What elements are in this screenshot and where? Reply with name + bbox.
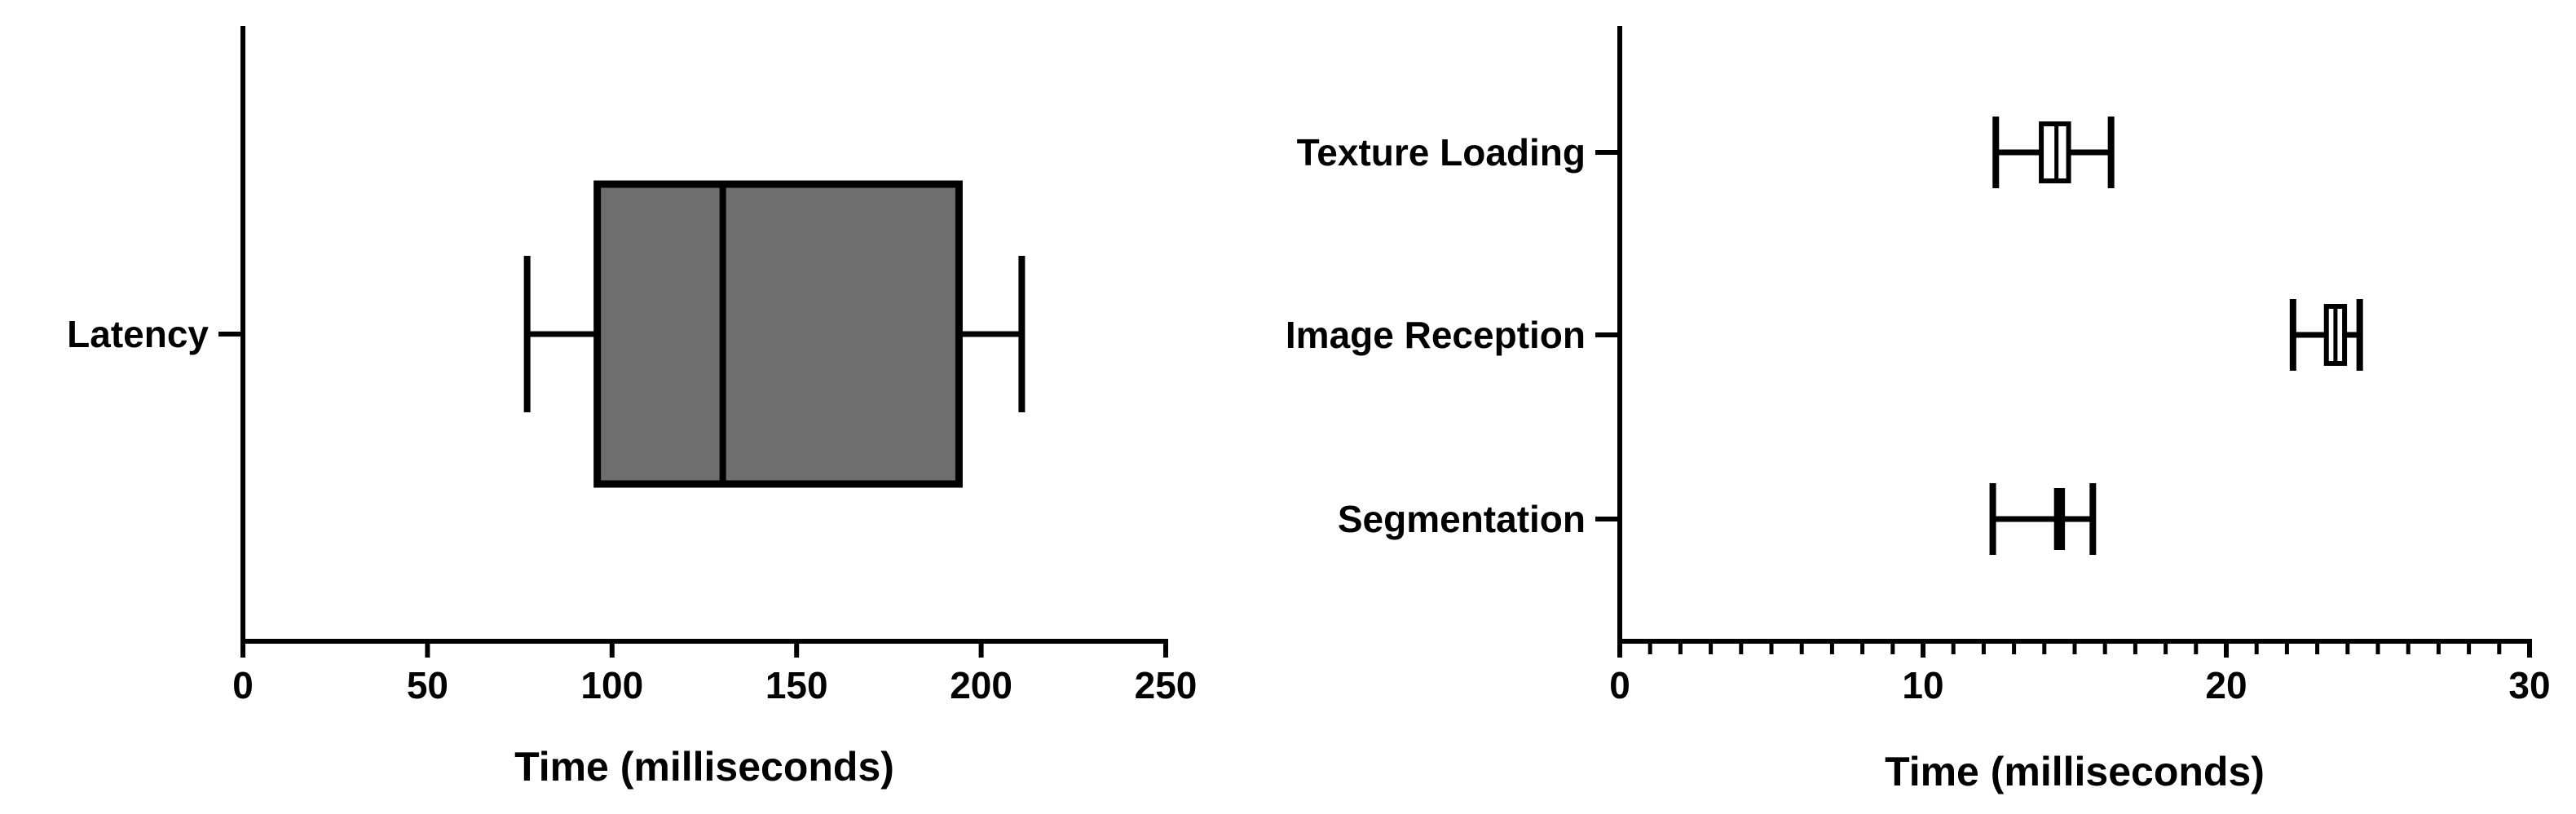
x-tick-label: 0 <box>232 664 254 706</box>
box-latency <box>523 180 1026 488</box>
x-tick-label: 10 <box>1902 664 1943 706</box>
box-segmentation <box>1989 483 2097 555</box>
x-axis-title: Time (milliseconds) <box>514 744 894 790</box>
x-tick-label: 30 <box>2508 664 2550 706</box>
y-tick-label-latency: Latency <box>67 313 209 355</box>
x-axis-title: Time (milliseconds) <box>1885 749 2265 794</box>
y-tick-label-image-reception: Image Reception <box>1286 314 1586 356</box>
iqr-box-latency <box>593 180 963 488</box>
box-image-reception <box>2289 299 2363 371</box>
box-texture-loading <box>1992 117 2115 188</box>
x-tick-label: 200 <box>950 664 1012 706</box>
x-tick-label: 100 <box>580 664 643 706</box>
x-tick-label: 250 <box>1135 664 1198 706</box>
x-tick-label: 0 <box>1609 664 1630 706</box>
x-tick-label: 150 <box>765 664 828 706</box>
y-tick-label-segmentation: Segmentation <box>1338 498 1586 540</box>
x-tick-label: 50 <box>407 664 448 706</box>
y-tick-label-texture-loading: Texture Loading <box>1297 131 1586 174</box>
x-tick-label: 20 <box>2205 664 2247 706</box>
